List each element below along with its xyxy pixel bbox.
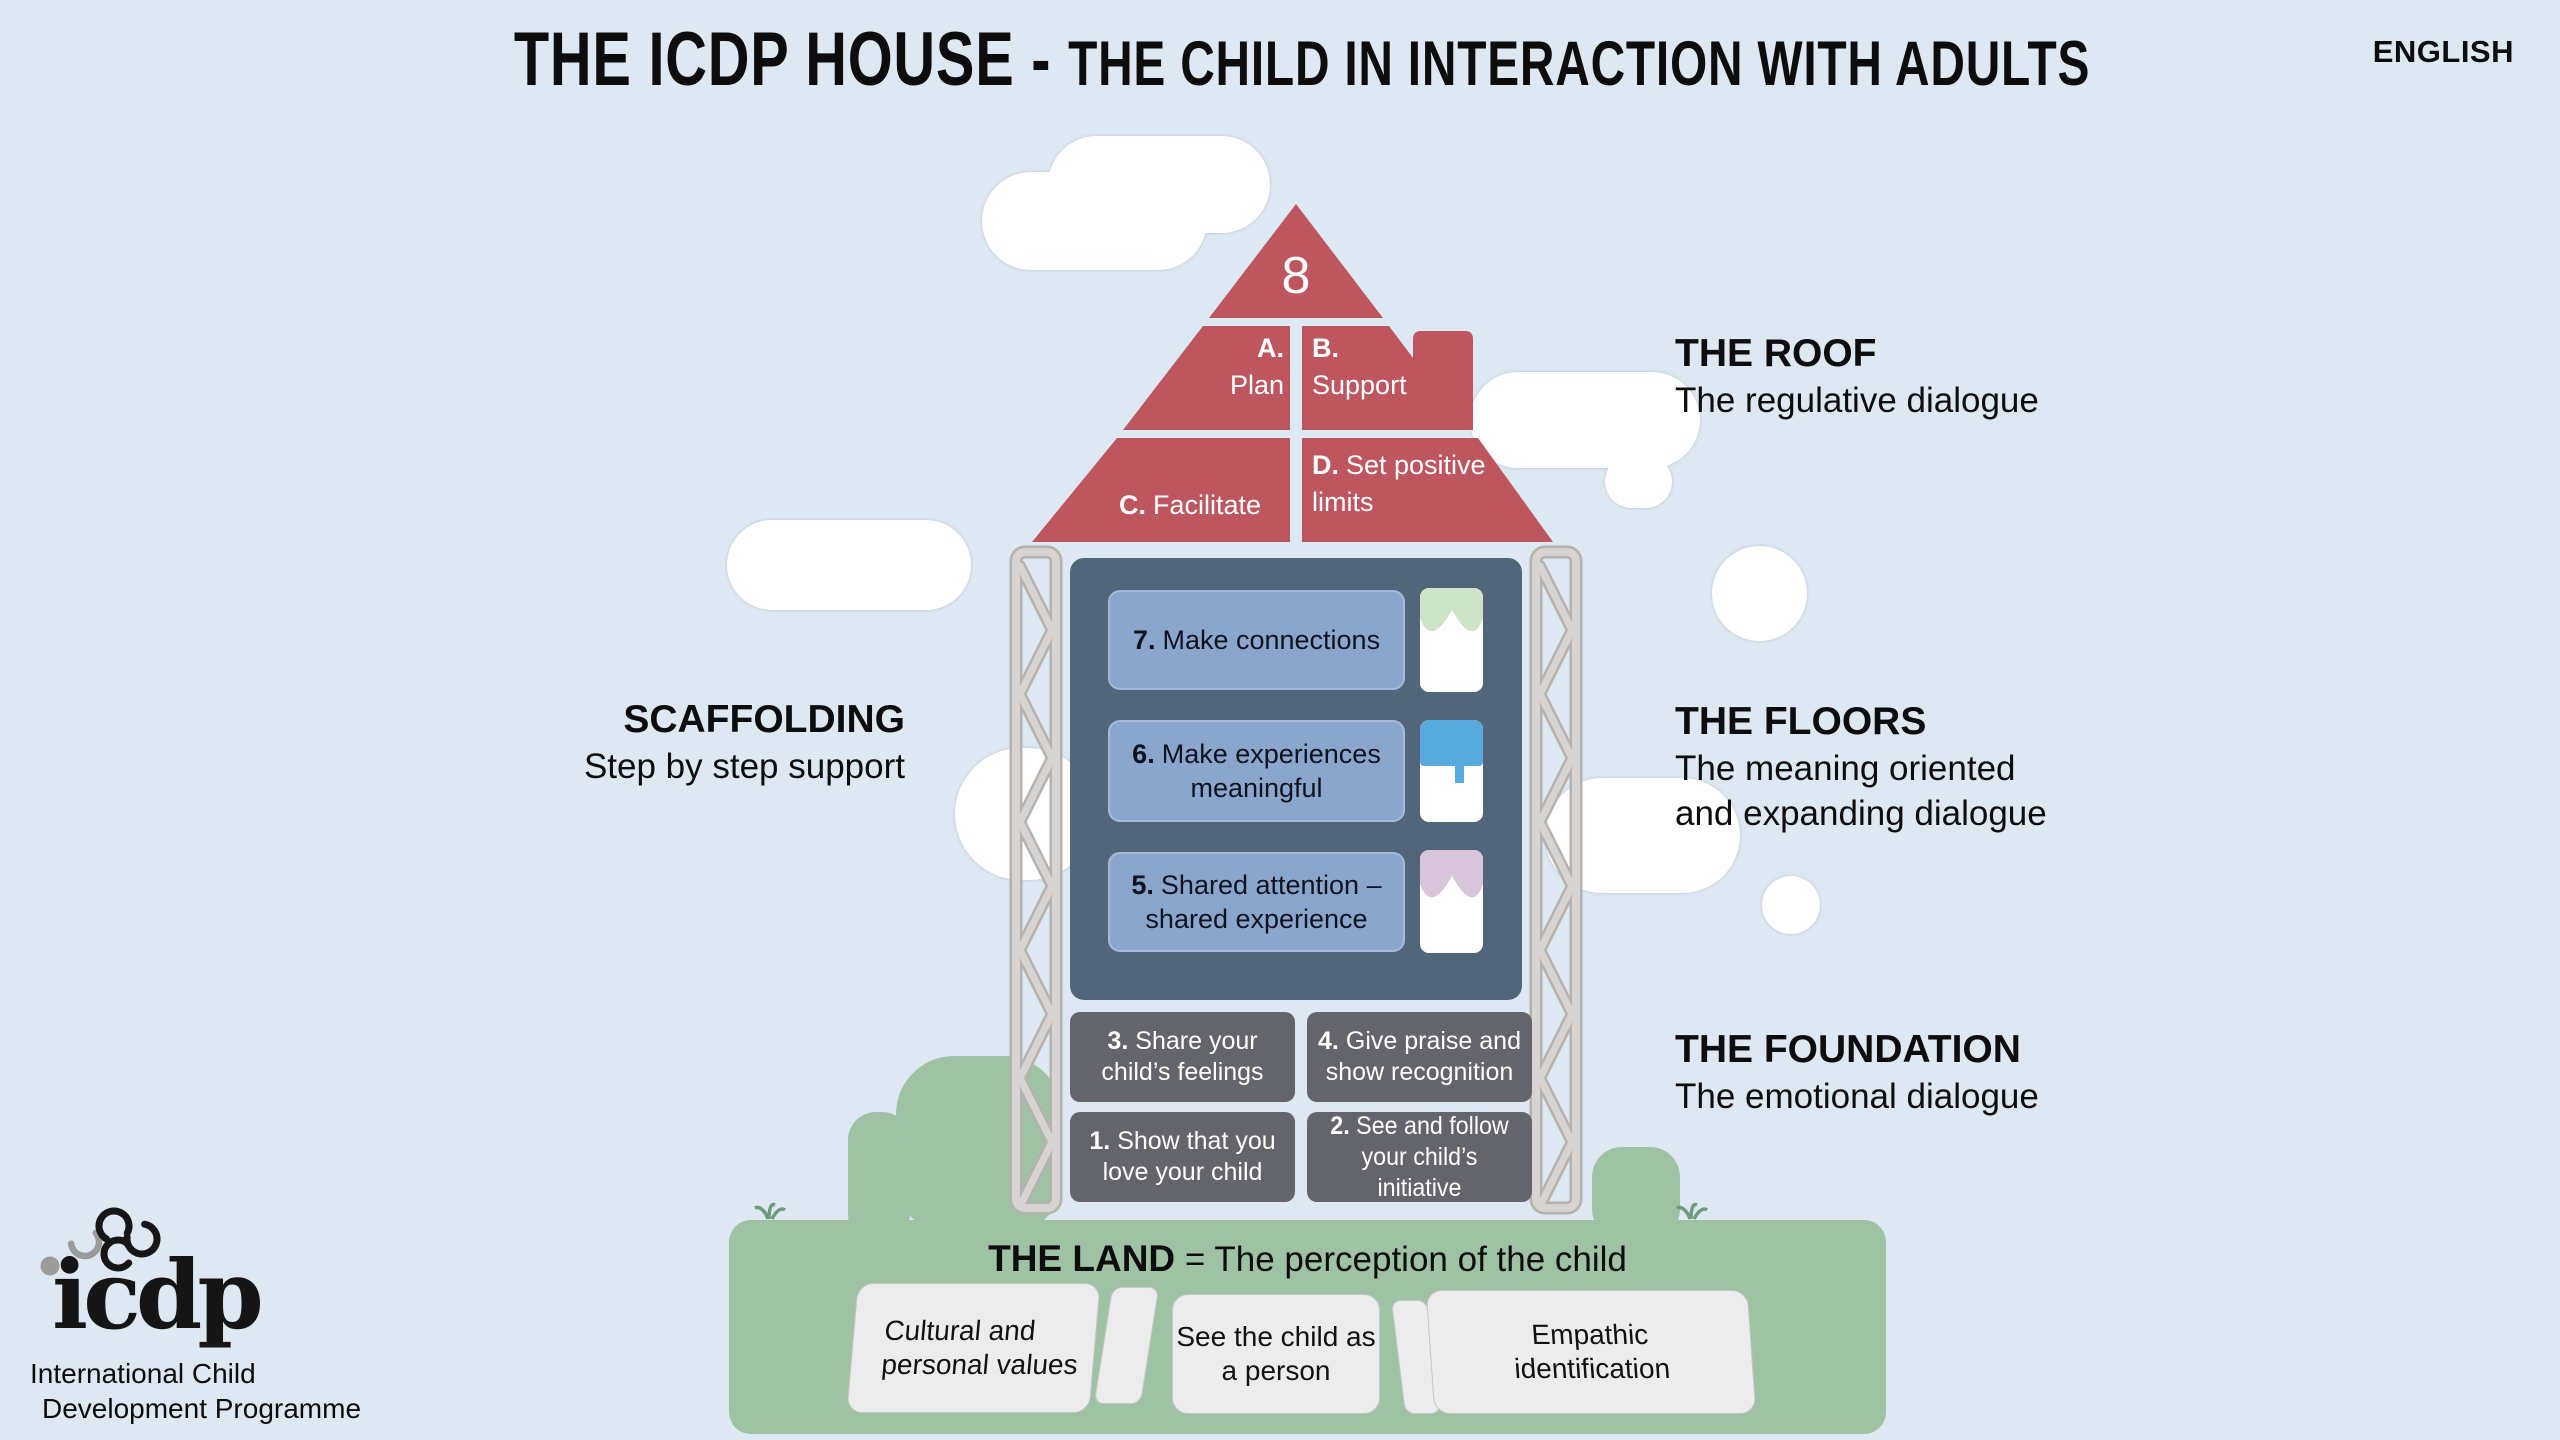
cloud-puff <box>982 172 1207 270</box>
land-caption: THE LAND = The perception of the child <box>988 1238 1627 1279</box>
roof-label-c: C.Facilitate <box>1118 490 1262 520</box>
window-pink-curtain-icon <box>1420 850 1483 953</box>
roof-peak <box>1209 204 1383 318</box>
floors-side-label: THE FLOORS The meaning oriented and expa… <box>1675 700 2047 833</box>
grass-tuft-icon <box>1676 1202 1709 1220</box>
foundation-side-label: THE FOUNDATION The emotional dialogue <box>1675 1028 2039 1116</box>
icdp-logo-wordmark: icdp <box>52 1240 264 1351</box>
scaffolding-label: SCAFFOLDING Step by step support <box>430 696 905 789</box>
floor-5: 5.Shared attention – shared experience <box>1108 852 1405 952</box>
foundation-box-1: 1.Show that you love your child <box>1070 1112 1295 1202</box>
roof-label-a: A. Plan <box>1229 333 1284 400</box>
foundation-box-2: 2.See and follow your child’s initiative <box>1307 1112 1532 1202</box>
cloud-small-circle-icon <box>1762 876 1820 934</box>
cloud-puff <box>1470 372 1700 468</box>
roof-label-d: D.Set positive limits <box>1312 450 1486 517</box>
window-blue-blind-icon <box>1420 720 1483 822</box>
icdp-logo-icon <box>40 1207 161 1276</box>
roof-section-d <box>1302 438 1553 542</box>
land-box-see-the-child: See the child as a person <box>1172 1294 1380 1414</box>
scaffolding-subtext: Step by step support <box>583 747 905 786</box>
floor-6: 6.Make experiences meaningful <box>1108 720 1405 822</box>
roof-side-label: THE ROOF The regulative dialogue <box>1675 332 2039 420</box>
title-main: THE ICDP HOUSE - <box>513 17 1069 102</box>
window-green-curtain-icon <box>1420 588 1483 692</box>
cloud-puff <box>1762 876 1820 934</box>
scaffold-truss-right <box>1529 545 1583 1215</box>
cloud-puff <box>1605 455 1672 508</box>
page-title: THE ICDP HOUSE - THE CHILD IN INTERACTIO… <box>307 20 2253 100</box>
foundation-box-3: 3.Share your child’s feelings <box>1070 1012 1295 1102</box>
cloud-left-icon <box>727 520 971 610</box>
logo-organization-name: International Child Development Programm… <box>30 1358 362 1424</box>
title-sub: THE CHILD IN INTERACTION WITH ADULTS <box>1068 29 2091 99</box>
roof-label-b: B. Support <box>1312 333 1407 400</box>
roof-number: 8 <box>1281 247 1311 305</box>
roof-shape <box>1032 204 1553 542</box>
land-box-empathic-identification: Empathic identification <box>1425 1290 1757 1414</box>
cloud-top-icon <box>982 136 1272 271</box>
cloud-right-circle-icon <box>1712 546 1807 641</box>
roof-section-c <box>1032 438 1290 542</box>
cloud-roof-right-icon <box>1470 372 1705 512</box>
cloud-puff <box>1712 546 1807 641</box>
land-box-cultural-values: Cultural and personal values <box>846 1283 1101 1413</box>
foundation-box-4: 4.Give praise and show recognition <box>1307 1012 1532 1102</box>
roof-section-b <box>1302 326 1473 430</box>
cloud-puff <box>727 520 971 610</box>
grass-tuft-icon <box>754 1202 787 1220</box>
scaffolding-heading: SCAFFOLDING <box>623 698 905 741</box>
language-label: ENGLISH <box>2372 34 2514 69</box>
floor-7: 7.Make connections <box>1108 590 1405 690</box>
scaffold-truss-left <box>1009 545 1063 1215</box>
roof-section-a <box>1123 326 1290 430</box>
